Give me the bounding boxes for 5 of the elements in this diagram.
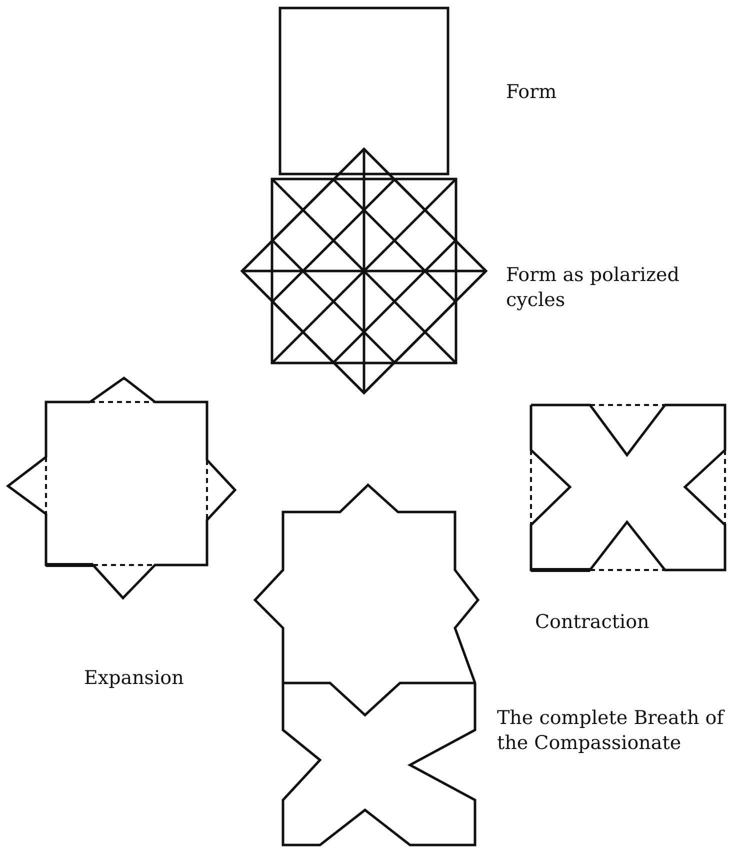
- figure-caption: Contraction: [535, 610, 650, 635]
- figure-caption: Form: [506, 80, 557, 105]
- figure-caption: The complete Breath of the Compassionate: [497, 706, 726, 756]
- figure-caption: Form as polarized cycles: [506, 263, 680, 313]
- figure-caption: Expansion: [84, 666, 184, 691]
